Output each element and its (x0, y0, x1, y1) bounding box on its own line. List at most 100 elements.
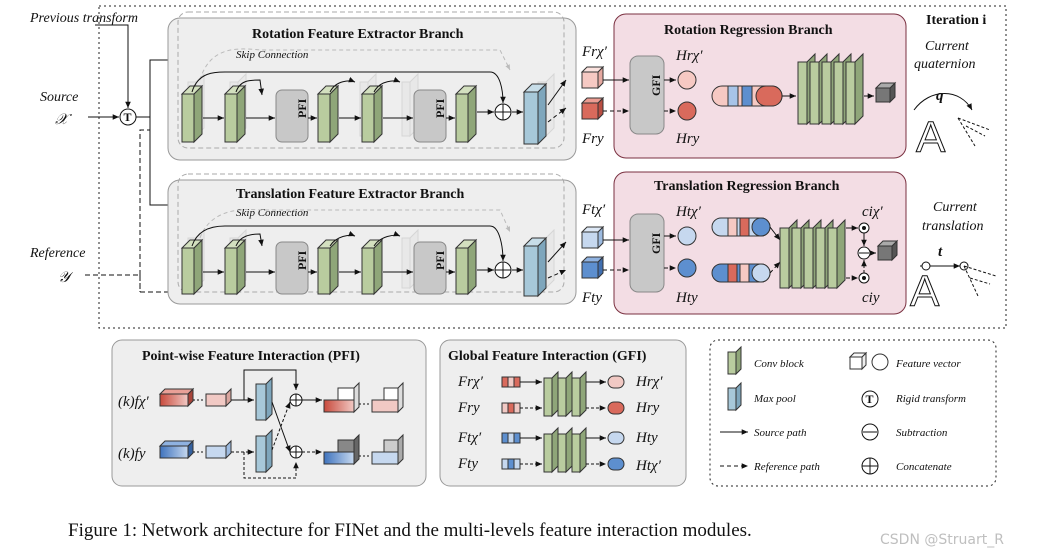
pfi-block-translation-1 (275, 241, 309, 295)
feature-cube-ry (580, 96, 605, 121)
svg-text:PFI: PFI (433, 98, 447, 118)
outer-frame (98, 5, 1007, 329)
svg-text:PFI: PFI (295, 98, 309, 118)
pfi-fy-label: (k)fy (118, 446, 146, 462)
F-ty-label: Fty (581, 290, 602, 306)
conv-block (180, 238, 204, 296)
gfi-Fry: Fry (457, 400, 480, 416)
c-tx-label: ciχ′ (862, 204, 883, 220)
pfi-maxpool-top (255, 376, 273, 422)
legend-conv-label: Conv block (754, 358, 805, 370)
feature-cube-tx (580, 225, 605, 250)
conv-block (360, 84, 384, 144)
conv-block (316, 84, 340, 144)
iteration-label: Iteration i (926, 13, 986, 28)
feature-cube-rx (580, 65, 605, 90)
pfi-red-output (323, 381, 360, 414)
current-quaternion-label-1: Current (925, 39, 970, 54)
H-tx-label: Htχ′ (675, 204, 702, 220)
concat-vector-translation-top (711, 217, 771, 237)
gfi-Hry: Hry (635, 400, 660, 416)
rotation-fc-layers (797, 52, 864, 126)
legend-reference-path-label: Reference path (753, 461, 820, 473)
pfi-red-input (158, 387, 195, 408)
svg-text:PFI: PFI (433, 250, 447, 270)
legend-maxpool-icon (727, 381, 742, 412)
skip-connection-label-top: Skip Connection (236, 49, 309, 61)
pfi-block-rotation-2 (413, 89, 447, 143)
gfi-Hrx: Hrχ′ (635, 374, 663, 390)
H-ry-label: Hry (675, 131, 700, 147)
pfi-block-translation-2 (413, 241, 447, 295)
translation-extractor-title: Translation Feature Extractor Branch (236, 187, 464, 202)
quaternion-symbol: q (936, 88, 944, 104)
legend-conv-icon (727, 345, 742, 376)
legend-maxpool-label: Max pool (753, 393, 796, 405)
gfi-Fty: Fty (457, 456, 478, 472)
conv-block (223, 238, 247, 296)
feature-vector-Hry (677, 101, 697, 121)
gfi-conv-top (543, 370, 587, 418)
source-symbol: 𝒳 (55, 112, 72, 128)
legend-panel (709, 339, 997, 487)
feature-vector-Htx (677, 226, 697, 246)
pfi-red-pooled (205, 387, 232, 408)
translation-regression-title: Translation Regression Branch (654, 179, 840, 194)
legend-source-path-label: Source path (754, 427, 807, 439)
current-quaternion-label-2: quaternion (914, 57, 975, 72)
pfi-block-rotation-1 (275, 89, 309, 143)
rotated-A-dashed (957, 117, 991, 147)
pfi-blue-input (158, 439, 195, 460)
H-ty-label: Hty (675, 290, 698, 306)
gfi-Htx-bottom: Htχ′ (635, 458, 662, 474)
svg-text:T: T (866, 392, 874, 406)
translated-A-dashed (963, 265, 997, 297)
conv-block (223, 84, 247, 144)
legend-feature-vector-label: Feature vector (895, 358, 961, 370)
source-label: Source (40, 90, 78, 105)
F-tx-label: Ftχ′ (581, 202, 606, 218)
legend-rigid-transform-label: Rigid transform (895, 393, 966, 405)
conv-block (360, 238, 384, 296)
legend-concatenate-label: Concatenate (896, 461, 952, 473)
svg-text:GFI: GFI (649, 74, 663, 96)
gfi-Frx: Frχ′ (457, 374, 484, 390)
skip-connection-label-bottom: Skip Connection (236, 207, 309, 219)
letter-A-rotated: A (916, 113, 946, 162)
svg-text:PFI: PFI (295, 250, 309, 270)
translation-conv-blocks (180, 236, 548, 298)
conv-block (454, 84, 478, 144)
translation-fc-layers (779, 218, 846, 290)
feature-vector-Hrx (677, 70, 697, 90)
rotation-extractor-title: Rotation Feature Extractor Branch (252, 27, 464, 42)
gfi-output-vectors (607, 375, 625, 471)
F-ry-label: Fry (581, 131, 604, 147)
watermark: CSDN @Struart_R (880, 532, 1004, 548)
gfi-block-translation (629, 213, 665, 293)
concat-vector-translation-bottom (711, 263, 771, 283)
gfi-Ftx: Ftχ′ (457, 430, 482, 446)
legend-subtraction-label: Subtraction (896, 427, 948, 439)
feature-cube-ty (580, 255, 605, 280)
pfi-blue-output-pooled (371, 433, 404, 466)
conv-block (180, 84, 204, 144)
pfi-red-output-pooled (371, 381, 404, 414)
current-translation-label-1: Current (933, 200, 978, 215)
svg-text:T: T (124, 110, 132, 124)
pfi-blue-output (323, 433, 360, 466)
gfi-panel-title: Global Feature Interaction (GFI) (448, 349, 647, 364)
pfi-fx-label: (k)fχ′ (118, 394, 149, 410)
feature-vector-Hty (677, 258, 697, 278)
conv-block (454, 238, 478, 296)
pfi-blue-pooled (205, 439, 232, 460)
max-pool-block (522, 82, 548, 146)
conv-block (316, 238, 340, 296)
current-translation-label-2: translation (922, 219, 983, 234)
reference-symbol: 𝒴 (58, 270, 74, 286)
quaternion-output-cube (874, 81, 897, 104)
gfi-conv-bottom (543, 426, 587, 474)
gfi-Hty-top: Hty (635, 430, 658, 446)
max-pool-block (522, 236, 548, 298)
pfi-maxpool-bottom (255, 428, 273, 474)
